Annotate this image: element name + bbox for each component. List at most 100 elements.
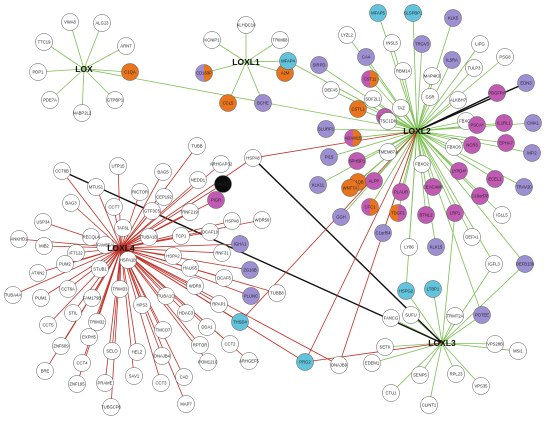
node-bche[interactable]: BCHE bbox=[254, 94, 272, 112]
node-pdgfra[interactable]: PDGFRA bbox=[488, 84, 506, 102]
node-cct2[interactable]: CCT2 bbox=[221, 335, 239, 353]
node-znf609[interactable]: ZNF609 bbox=[52, 337, 70, 355]
node-plaur[interactable]: PLAUR bbox=[392, 183, 410, 201]
node-mtus1[interactable]: MTUS1 bbox=[87, 178, 105, 196]
node-selo[interactable]: SELO bbox=[103, 342, 121, 360]
node-ggh[interactable]: GGH bbox=[332, 208, 350, 226]
node-setx[interactable]: SETX bbox=[376, 338, 394, 356]
node-edem1[interactable]: EDEM1 bbox=[363, 354, 381, 372]
node-tubgcp6[interactable]: TUBGCP6 bbox=[101, 398, 122, 416]
node-hspa1b[interactable]: HSPA1B bbox=[119, 251, 137, 269]
node-defb136[interactable]: DEFB136 bbox=[516, 255, 535, 273]
node-tuba4a[interactable]: TUBA4A bbox=[4, 286, 22, 304]
node-trmt2a[interactable]: TRMT2A bbox=[446, 307, 464, 325]
node-defa1[interactable]: DEFA1 bbox=[463, 228, 481, 246]
node-c1orf54[interactable]: C1orf54 bbox=[374, 224, 392, 242]
node-nedd1[interactable]: NEDD1 bbox=[189, 171, 207, 189]
node-klk11[interactable]: KLK11 bbox=[309, 176, 327, 194]
node-usp34[interactable]: USP34 bbox=[34, 213, 52, 231]
node-znf195[interactable]: ZNF195 bbox=[68, 375, 86, 393]
node-ltbp1[interactable]: LTBP1 bbox=[424, 280, 442, 298]
node-clint1[interactable]: CLINT1 bbox=[420, 396, 438, 414]
node-klhdc10[interactable]: KLHDC10 bbox=[237, 16, 257, 34]
node-fancg[interactable]: FANCG bbox=[382, 309, 400, 327]
node-fam179b[interactable]: FAM179B bbox=[83, 289, 102, 307]
node-recql4[interactable]: RECQL4 bbox=[82, 228, 101, 246]
node-vps28b[interactable]: VPS28B bbox=[486, 335, 504, 353]
node-arhgef5[interactable]: ARHGEF5 bbox=[239, 352, 260, 370]
node-slurp1[interactable]: SLURP1 bbox=[317, 120, 335, 138]
node-wnt7a[interactable]: WNT7A bbox=[341, 179, 359, 197]
node-map4k3[interactable]: MAP4K3 bbox=[423, 67, 441, 85]
node-stil[interactable]: STIL bbox=[64, 304, 82, 322]
node-vps35[interactable]: VPS35 bbox=[472, 377, 490, 395]
node-zg16b[interactable]: ZG16B bbox=[241, 261, 259, 279]
node-psg8[interactable]: PSG8 bbox=[496, 48, 514, 66]
node-ecel1[interactable]: ECEL1 bbox=[486, 170, 504, 188]
node-hspg2[interactable]: HSPG2 bbox=[397, 282, 415, 300]
node-epha7[interactable]: EPHA7 bbox=[497, 134, 515, 152]
node-mfap4[interactable]: MFAP4 bbox=[279, 52, 297, 70]
node-trim68[interactable]: TRIM68 bbox=[271, 31, 289, 49]
node-cst11[interactable]: CST11 bbox=[361, 70, 379, 88]
node-helz[interactable]: HELZ bbox=[128, 343, 146, 361]
node-vwa8[interactable]: VWA8 bbox=[61, 13, 79, 31]
node-ca4[interactable]: CA4 bbox=[357, 48, 375, 66]
node-fam65a[interactable]: FAM65A bbox=[96, 236, 114, 254]
node-gtf3c5[interactable]: GTF3C5 bbox=[143, 202, 161, 220]
hub-loxl1[interactable]: LOXL1 bbox=[232, 57, 260, 67]
node-bre[interactable]: BRE bbox=[36, 362, 54, 380]
hub-lox[interactable]: LOX bbox=[75, 64, 93, 74]
node-tulp3[interactable]: TULP3 bbox=[465, 59, 483, 77]
node-gtpbp1[interactable]: GTPBP1 bbox=[106, 91, 124, 109]
node-tcp1[interactable]: TCP1 bbox=[172, 227, 190, 245]
node-sufu[interactable]: SUFU bbox=[402, 306, 420, 324]
node-alg13[interactable]: ALG13 bbox=[93, 14, 111, 32]
node-pum2[interactable]: PUM2 bbox=[56, 255, 74, 273]
node-tuba1b[interactable]: TUBA1B bbox=[140, 228, 158, 246]
node-adam15[interactable]: ADAM15 bbox=[344, 129, 363, 147]
node-fbxo2[interactable]: FBXO2 bbox=[413, 155, 431, 173]
node-dnajb4[interactable]: DNAJB4 bbox=[153, 347, 171, 365]
node-rictor[interactable]: RICTOR bbox=[131, 183, 149, 201]
node-rnf31[interactable]: RNF31 bbox=[213, 244, 231, 262]
node-tdgf1[interactable]: TDGF1 bbox=[389, 204, 407, 222]
node-pde7a[interactable]: PDE7A bbox=[41, 91, 59, 109]
node-dda1[interactable]: DDA1 bbox=[198, 318, 216, 336]
node-tuba1c[interactable]: TUBA1C bbox=[157, 287, 175, 305]
node-sav1[interactable]: SAV1 bbox=[125, 367, 143, 385]
node-lyzl2[interactable]: LYZL2 bbox=[338, 26, 356, 44]
node-prame[interactable]: PRAME bbox=[96, 374, 114, 392]
node-fbxo6[interactable]: FBXO6 bbox=[445, 138, 463, 156]
node-ift122[interactable]: IFT122 bbox=[67, 244, 85, 262]
node-lipg[interactable]: LIPG bbox=[471, 35, 489, 53]
node-hspa8[interactable]: HSPA8 bbox=[244, 149, 262, 167]
node-nabp2l2[interactable]: NABP2L2 bbox=[73, 104, 92, 122]
node-utp15[interactable]: UTP15 bbox=[109, 157, 127, 175]
node-pum1[interactable]: PUM1 bbox=[32, 289, 50, 307]
hub-loxl4[interactable]: LOXL4 bbox=[107, 243, 135, 253]
node-dnajb9[interactable]: DNAJB9 bbox=[330, 356, 348, 374]
node-alkbh7[interactable]: ALKBH7 bbox=[449, 91, 467, 109]
node-bag3[interactable]: BAG3 bbox=[62, 194, 80, 212]
node-bag5[interactable]: BAG5 bbox=[154, 163, 172, 181]
node-taf6l[interactable]: TAF6L bbox=[114, 219, 132, 237]
node-cma1[interactable]: CMA1 bbox=[524, 114, 542, 132]
node-lypd4[interactable]: LYPD4* bbox=[450, 162, 468, 180]
node-tmem87a[interactable]: TMEM87A bbox=[378, 143, 398, 161]
node-cstl1[interactable]: CSTL1 bbox=[349, 100, 367, 118]
node-gsr[interactable]: GSR bbox=[421, 88, 439, 106]
node-cct3[interactable]: CCT3 bbox=[152, 374, 170, 392]
node-senp5[interactable]: SENP5 bbox=[411, 366, 429, 384]
node-arnt[interactable]: ARNT bbox=[117, 37, 135, 55]
node-tubb8[interactable]: TUBB8 bbox=[268, 284, 286, 302]
node-mfap5[interactable]: MFAP5 bbox=[369, 4, 387, 22]
node-pomt2c1[interactable]: POM121C bbox=[198, 353, 218, 371]
node-cct6b[interactable]: CCT6B bbox=[53, 162, 71, 180]
node-ly86[interactable]: LY86 bbox=[400, 238, 418, 256]
node-hspa6[interactable]: HSPA6 bbox=[223, 212, 241, 230]
node-insl5[interactable]: INSL5 bbox=[383, 34, 401, 52]
node-defa5[interactable]: DEFA5 bbox=[322, 81, 340, 99]
node-klk15[interactable]: KLK15 bbox=[427, 238, 445, 256]
node-rbm14[interactable]: RBM14 bbox=[394, 62, 412, 80]
